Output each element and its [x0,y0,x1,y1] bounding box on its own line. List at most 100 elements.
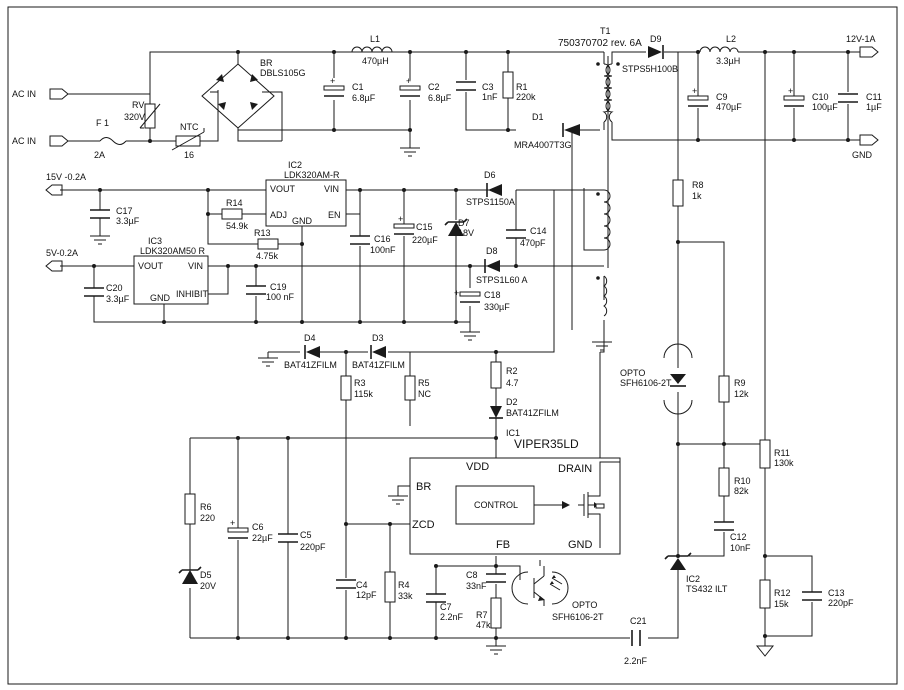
resistor-r1[interactable]: R1 220k [502,71,536,102]
varistor-rv[interactable]: RV 320V [124,100,161,129]
svg-text:L1: L1 [370,34,380,44]
resistor-r10[interactable]: R10 82k [718,467,751,497]
resistor-r4[interactable]: R4 33k [384,571,413,603]
svg-text:C4: C4 [356,580,368,590]
capacitor-c12[interactable]: C12 10nF [714,521,751,553]
transformer-t1[interactable]: T1 750370702 rev. 6A [558,26,642,317]
capacitor-c16[interactable]: C16 100nF [350,234,396,255]
svg-text:33k: 33k [398,591,413,601]
capacitor-c11[interactable]: C11 1µF [838,92,882,112]
svg-text:R6: R6 [200,502,212,512]
svg-text:R9: R9 [734,378,746,388]
connector-5v[interactable]: 5V-0.2A [45,248,78,272]
svg-text:115k: 115k [354,389,373,399]
connector-ac-in-bottom[interactable]: AC IN [12,135,69,147]
svg-text:220pF: 220pF [828,598,854,608]
resistor-r6[interactable]: R6 220 [184,493,215,525]
svg-text:DBLS105G: DBLS105G [260,68,306,78]
opto-sfh6106-led[interactable]: OPTO SFH6106-2T [620,343,693,415]
svg-text:SFH6106-2T: SFH6106-2T [552,612,604,622]
svg-text:C9: C9 [716,92,728,102]
diode-d1[interactable]: D1 MRA4007T3G [514,112,580,150]
resistor-r3[interactable]: R3 115k [340,375,373,401]
capacitor-c21[interactable]: C21 2.2nF [624,616,648,666]
capacitor-c17[interactable]: C17 3.3µF [90,206,140,226]
zener-d7[interactable]: D7 18V [444,218,474,238]
ic1-control-block: CONTROL [455,485,570,525]
svg-text:D6: D6 [484,170,496,180]
svg-text:R5: R5 [418,378,430,388]
svg-text:R8: R8 [692,180,704,190]
connector-12v[interactable]: 12V-1A [846,34,879,58]
capacitor-c1[interactable]: + C1 6.8µF [323,76,376,103]
regulator-ic2-ldk320am-r[interactable]: IC2 LDK320AM-R VOUT VIN ADJ EN GND [265,160,347,227]
capacitor-c18[interactable]: + C18 330µF [454,288,510,312]
capacitor-c5[interactable]: C5 220pF [278,530,326,552]
svg-text:VIPER35LD: VIPER35LD [514,437,579,451]
connector-ac-in-top[interactable]: AC IN [12,88,69,100]
svg-text:470µF: 470µF [716,102,742,112]
inductor-l1[interactable]: L1 470µH [351,34,393,66]
shunt-regulator-ts432[interactable]: IC2 TS432 ILT [664,552,728,594]
svg-text:C19: C19 [270,282,287,292]
resistor-r7[interactable]: R7 47k [476,597,502,630]
svg-text:470pF: 470pF [520,238,546,248]
capacitor-c20[interactable]: C20 3.3µF [84,283,130,304]
opto-sfh6106-transistor[interactable]: OPTO SFH6106-2T [511,566,604,622]
capacitor-c13[interactable]: C13 220pF [802,588,854,608]
resistor-r14[interactable]: R14 54.9k [221,198,249,231]
capacitor-c2[interactable]: + C2 6.8µF [399,76,452,103]
svg-text:+: + [406,76,411,86]
diode-d3[interactable]: D3 BAT41ZFILM [352,333,405,370]
resistor-r5[interactable]: R5 NC [404,375,431,401]
svg-text:6.8µF: 6.8µF [352,93,376,103]
connector-15v[interactable]: 15V -0.2A [45,172,86,196]
diode-d8[interactable]: D8 STPS1L60 A [476,246,528,285]
svg-text:STPS1150A: STPS1150A [466,197,515,207]
capacitor-c9[interactable]: + C9 470µF [687,86,742,112]
capacitor-c14[interactable]: C14 470pF [506,226,547,248]
inductor-l2[interactable]: L2 3.3µH [699,34,740,66]
regulator-ic3-ldk320am50r[interactable]: IC3 LDK320AM50 R VOUT VIN GND INHIBIT [133,236,209,305]
ground-d4 [258,352,278,367]
capacitor-c4[interactable]: C4 12pF [336,579,377,600]
svg-text:VDD: VDD [466,461,489,473]
svg-text:C6: C6 [252,522,264,532]
diode-d9[interactable]: D9 STPS5H100B [622,34,678,74]
capacitor-c8[interactable]: C8 33nF [466,570,506,591]
capacitor-c7[interactable]: C7 2.2nF [426,593,464,622]
capacitor-c15[interactable]: + C15 220µF [393,214,438,245]
svg-text:GND: GND [150,293,171,303]
svg-text:AC IN: AC IN [12,136,36,146]
resistor-r11[interactable]: R11 130k [759,439,794,469]
resistor-r9[interactable]: R9 12k [718,375,749,403]
zener-d5[interactable]: D5 20V [178,566,216,591]
svg-text:T1: T1 [600,26,611,36]
svg-text:20V: 20V [200,581,216,591]
thermistor-ntc[interactable]: NTC 16 [171,122,205,160]
diode-d6[interactable]: D6 STPS1150A [466,170,515,207]
resistor-r2[interactable]: R2 4.7 [490,361,519,389]
connector-gnd-out[interactable]: GND [852,134,879,160]
capacitor-c19[interactable]: C19 100 nF [246,282,295,302]
svg-text:220k: 220k [516,92,536,102]
svg-text:D3: D3 [372,333,384,343]
capacitor-c10[interactable]: + C10 100µF [783,86,838,112]
svg-text:+: + [788,86,793,96]
capacitor-c3[interactable]: C3 1nF [456,81,498,102]
svg-text:C14: C14 [530,226,547,236]
bridge-rectifier-br[interactable]: BR DBLS105G [201,58,306,129]
capacitor-c6[interactable]: + C6 22µF [227,518,273,543]
svg-text:INHIBIT: INHIBIT [176,289,209,299]
diode-d2[interactable]: D2 BAT41ZFILM [489,397,559,419]
resistor-r13[interactable]: R13 4.75k [254,228,279,261]
ground-c18 [460,322,480,341]
svg-text:R1: R1 [516,82,528,92]
resistor-r12[interactable]: R12 15k [759,579,791,609]
svg-text:100nF: 100nF [370,245,396,255]
resistor-r8[interactable]: R8 1k [672,179,704,207]
svg-text:CONTROL: CONTROL [474,500,518,510]
ic1-mosfet [578,461,620,548]
diode-d4[interactable]: D4 BAT41ZFILM [284,333,337,370]
fuse-f1[interactable]: F 1 2A [94,118,127,160]
